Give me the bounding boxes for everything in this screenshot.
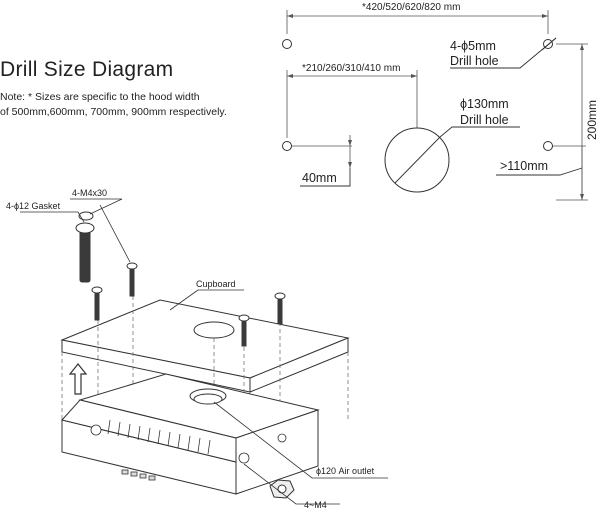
small-hole-drill-label: Drill hole — [450, 54, 499, 68]
up-arrow — [68, 363, 88, 395]
vent-slot — [137, 425, 141, 441]
screw-leader-branch — [99, 204, 131, 263]
control-button — [121, 469, 129, 475]
vent-slot — [107, 419, 111, 435]
note: Note: * Sizes are specific to the hood w… — [0, 90, 270, 120]
vent-slot — [127, 423, 131, 439]
screw-head-icon — [126, 262, 138, 270]
vent-slot — [117, 421, 121, 437]
screw-icon — [241, 317, 247, 347]
arrow — [580, 44, 584, 50]
page-title: Drill Size Diagram — [0, 58, 174, 81]
screw-label: 4-M4x30 — [72, 188, 107, 198]
screw-head-icon — [91, 286, 103, 294]
air-outlet-ring — [193, 393, 223, 405]
screw-head-icon — [274, 292, 286, 300]
arrow — [580, 194, 584, 200]
small-hole-size-label: 4-ϕ5mm — [450, 39, 496, 53]
small-hole-leader-line — [450, 37, 557, 69]
control-button — [130, 471, 138, 477]
cupboard-label: Cupboard — [196, 279, 236, 289]
big-hole-drill-label: Drill hole — [460, 113, 509, 127]
screw-head-icon — [78, 211, 94, 221]
arrow — [348, 140, 352, 146]
nut-leader — [243, 463, 340, 505]
air-outlet-label: ϕ120 Air outlet — [316, 466, 375, 476]
gasket-label: 4-ϕ12 Gasket — [6, 201, 61, 211]
top-width-label: *420/520/620/820 mm — [362, 2, 460, 13]
air-outlet-leader — [213, 401, 388, 479]
cupboard-hole — [193, 321, 235, 339]
small-hole-bottom-right — [543, 141, 553, 151]
hood-mount-hole — [277, 433, 287, 443]
min-110-label: >110mm — [500, 159, 548, 173]
screw-head-icon — [238, 314, 250, 322]
control-button — [139, 473, 147, 479]
arrow — [348, 162, 352, 168]
vent-slot — [147, 427, 151, 443]
arrow — [287, 14, 293, 18]
small-hole-top-left — [282, 39, 292, 49]
inner-width-label: *210/260/310/410 mm — [302, 63, 400, 74]
small-hole-bottom-left — [282, 141, 292, 151]
arrow — [287, 74, 293, 78]
screw-icon — [129, 265, 135, 297]
hood-mount-hole — [238, 452, 250, 464]
gasket-icon — [75, 222, 95, 234]
screw-icon — [277, 295, 283, 325]
offset-40-label: 40mm — [302, 171, 337, 185]
screw-leader — [70, 198, 123, 215]
min-110-leader-line — [496, 167, 583, 176]
arrow — [542, 14, 548, 18]
big-hole-leader — [394, 136, 441, 184]
control-button — [148, 475, 156, 481]
note-line-2: of 500mm,600mm, 700mm, 900mm respectivel… — [0, 106, 227, 118]
vent-slot — [187, 435, 191, 451]
offset-40-leader-line — [300, 168, 351, 187]
vent-slot — [207, 439, 211, 455]
note-line-1: Note: * Sizes are specific to the hood w… — [0, 91, 200, 103]
big-hole-size-label: ϕ130mm — [460, 97, 509, 111]
vent-slot — [197, 437, 201, 453]
vent-slot — [157, 429, 161, 445]
height-label: 200mm — [585, 100, 599, 140]
cupboard-leader-tip — [169, 289, 199, 311]
gasket-leader — [20, 211, 85, 223]
nut-hole — [277, 484, 287, 494]
hood-mount-hole — [90, 424, 102, 436]
big-hole-leader-line — [439, 126, 520, 138]
arrow — [411, 74, 417, 78]
vent-slot — [167, 431, 171, 447]
hood-side — [235, 409, 319, 495]
vent-slot — [177, 433, 181, 449]
screw-icon — [94, 289, 100, 321]
long-screw-icon — [79, 225, 91, 283]
nut-label: 4~M4 — [304, 500, 327, 510]
